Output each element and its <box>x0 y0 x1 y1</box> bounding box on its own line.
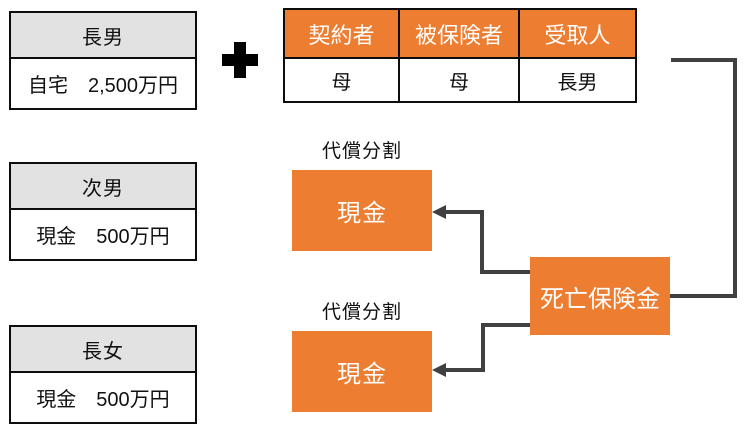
heir-name: 長男 <box>11 13 195 59</box>
arrow1-arrowhead-icon <box>432 205 446 219</box>
policy-value-contractor: 母 <box>283 57 400 103</box>
heir-name: 長女 <box>11 327 195 373</box>
death-benefit-box: 死亡保険金 <box>530 257 670 335</box>
arrow1-horizontal-to-cash <box>444 210 482 214</box>
arrow2-horizontal-from-benefit <box>481 323 530 327</box>
compensation-label-1: 代償分割 <box>321 141 402 162</box>
heir-box-second-son: 次男 現金 500万円 <box>9 162 197 261</box>
compensation-label-2: 代償分割 <box>321 302 402 323</box>
policy-table-header-row: 契約者 被保険者 受取人 <box>283 8 637 59</box>
arrow2-arrowhead-icon <box>432 363 446 377</box>
policy-value-beneficiary: 長男 <box>518 57 637 103</box>
arrow2-horizontal-to-cash <box>444 368 482 372</box>
heir-box-eldest-daughter: 長女 現金 500万円 <box>9 325 197 424</box>
heir-asset: 自宅 2,500万円 <box>27 75 179 97</box>
arrow1-vertical-segment <box>480 210 484 274</box>
connector-table-bottom-segment <box>670 294 737 298</box>
plus-icon <box>222 42 258 78</box>
policy-value-insured: 母 <box>398 57 520 103</box>
policy-header-insured: 被保険者 <box>398 8 520 59</box>
plus-icon-horizontal-bar <box>222 54 258 66</box>
policy-table-value-row: 母 母 長男 <box>283 57 637 103</box>
heir-name: 次男 <box>11 164 195 210</box>
cash-box-1: 現金 <box>292 170 432 251</box>
connector-table-vertical-segment <box>733 58 737 298</box>
arrow2-vertical-segment <box>481 323 485 372</box>
heir-asset: 現金 500万円 <box>36 389 170 411</box>
heir-box-eldest-son: 長男 自宅 2,500万円 <box>9 11 197 110</box>
heir-asset: 現金 500万円 <box>36 226 170 248</box>
connector-table-top-segment <box>671 58 737 62</box>
policy-header-beneficiary: 受取人 <box>518 8 637 59</box>
policy-table: 契約者 被保険者 受取人 母 母 長男 <box>283 8 637 103</box>
policy-header-contractor: 契約者 <box>283 8 400 59</box>
cash-box-2: 現金 <box>292 331 432 412</box>
arrow1-horizontal-from-benefit <box>482 270 530 274</box>
